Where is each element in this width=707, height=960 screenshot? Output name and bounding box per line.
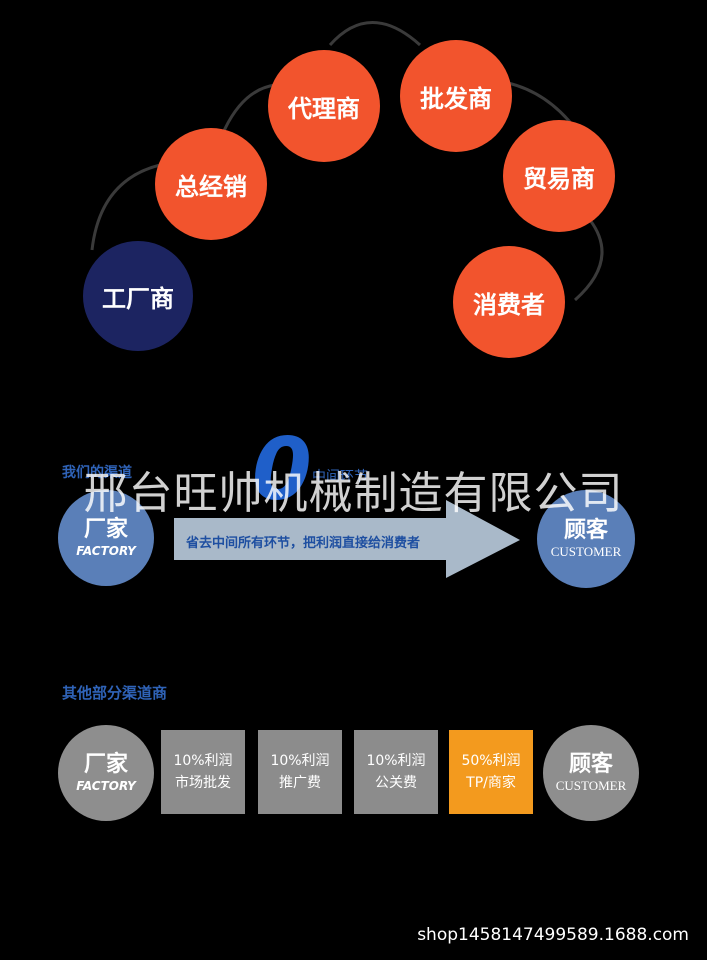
chain-node-agent: 代理商 bbox=[268, 50, 380, 162]
customer-subtitle: CUSTOMER bbox=[555, 778, 627, 793]
zero-middle-number: 0 bbox=[252, 420, 312, 520]
profit-percent: 10%利润 bbox=[366, 753, 426, 769]
customer-title: 顾客 bbox=[568, 752, 613, 777]
zero-middle-label: 中间环节 bbox=[312, 469, 368, 485]
chain-node-label: 工厂商 bbox=[102, 284, 174, 313]
chain-node-consumer: 消费者 bbox=[453, 246, 565, 358]
direct-factory-circle: 厂家 FACTORY bbox=[58, 490, 154, 586]
profit-box-promotion: 10%利润 推广费 bbox=[258, 730, 342, 814]
chain-node-label: 贸易商 bbox=[523, 164, 595, 193]
profit-box-merchant: 50%利润 TP/商家 bbox=[449, 730, 533, 814]
factory-subtitle: FACTORY bbox=[76, 544, 136, 558]
chain-node-distributor: 总经销 bbox=[155, 128, 267, 240]
chain-node-label: 消费者 bbox=[473, 290, 545, 319]
chain-node-label: 代理商 bbox=[288, 94, 360, 123]
profit-percent: 10%利润 bbox=[173, 753, 233, 769]
shop-url: shop1458147499589.1688.com bbox=[417, 925, 689, 945]
direct-customer-circle: 顾客 CUSTOMER bbox=[537, 490, 635, 588]
customer-title: 顾客 bbox=[563, 518, 608, 543]
company-watermark: 邢台旺帅机械制造有限公司 bbox=[83, 468, 624, 519]
direct-arrow bbox=[174, 500, 520, 578]
profit-box-wholesale: 10%利润 市场批发 bbox=[161, 730, 245, 814]
direct-arrow-text: 省去中间所有环节，把利润直接给消费者 bbox=[186, 536, 421, 551]
profit-percent: 50%利润 bbox=[461, 753, 521, 769]
other-customer-circle: 顾客 CUSTOMER bbox=[543, 725, 639, 821]
chain-node-trader: 贸易商 bbox=[503, 120, 615, 232]
other-factory-circle: 厂家 FACTORY bbox=[58, 725, 154, 821]
customer-subtitle: CUSTOMER bbox=[550, 544, 622, 559]
direct-section-label: 我们的渠道 bbox=[62, 465, 132, 481]
chain-node-label: 批发商 bbox=[420, 84, 492, 113]
factory-subtitle: FACTORY bbox=[76, 779, 136, 793]
chain-node-wholesaler: 批发商 bbox=[400, 40, 512, 152]
factory-title: 厂家 bbox=[83, 752, 128, 777]
factory-title: 厂家 bbox=[83, 517, 128, 542]
chain-node-factory: 工厂商 bbox=[83, 241, 193, 351]
chain-node-label: 总经销 bbox=[175, 172, 247, 201]
profit-category: 公关费 bbox=[375, 775, 417, 791]
other-section-label: 其他部分渠道商 bbox=[62, 684, 168, 702]
profit-percent: 10%利润 bbox=[270, 753, 330, 769]
profit-category: 推广费 bbox=[279, 775, 321, 791]
profit-category: TP/商家 bbox=[466, 775, 516, 791]
profit-category: 市场批发 bbox=[175, 775, 231, 791]
profit-box-public-relations: 10%利润 公关费 bbox=[354, 730, 438, 814]
